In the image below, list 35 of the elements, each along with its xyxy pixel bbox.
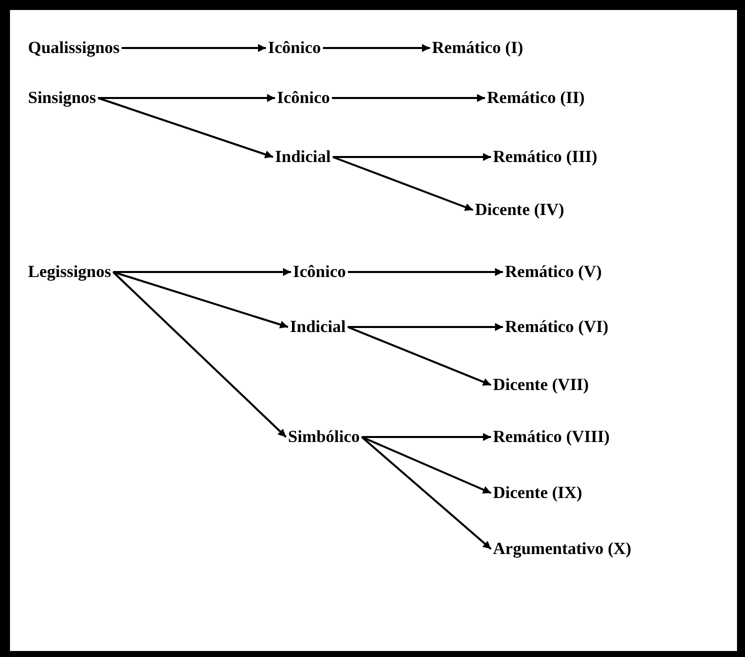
node-label: Qualissignos (28, 38, 120, 58)
node-label: Icônico (293, 262, 346, 282)
arrow (122, 44, 266, 52)
arrow (361, 436, 492, 550)
node-label: Icônico (268, 38, 321, 58)
node-label: Argumentativo (X) (493, 539, 632, 559)
node-label: Remático (II) (487, 88, 585, 108)
node-label: Remático (VIII) (493, 427, 610, 447)
arrow (98, 97, 274, 158)
node-label: Dicente (IX) (493, 483, 582, 503)
node-label: Legissignos (28, 262, 112, 282)
arrow (98, 94, 275, 102)
node-label: Icônico (277, 88, 330, 108)
arrow (332, 94, 485, 102)
node-label: Sinsignos (28, 88, 96, 108)
arrow (348, 268, 503, 276)
arrow (112, 271, 288, 328)
node-label: Dicente (IV) (475, 200, 564, 220)
node-label: Remático (III) (493, 147, 598, 167)
arrow (113, 268, 291, 276)
arrow (322, 44, 430, 52)
node-label: Remático (VI) (505, 317, 608, 337)
arrow (332, 156, 474, 211)
node-label: Simbólico (288, 427, 360, 447)
node-label: Dicente (VII) (493, 375, 589, 395)
arrow (332, 153, 491, 161)
arrow (112, 271, 287, 438)
node-label: Remático (V) (505, 262, 602, 282)
node-label: Indicial (275, 147, 331, 167)
node-label: Indicial (290, 317, 346, 337)
node-label: Remático (I) (432, 38, 524, 58)
arrow (362, 433, 491, 441)
arrow (347, 326, 492, 386)
arrow (348, 323, 503, 331)
arrow (361, 436, 492, 494)
